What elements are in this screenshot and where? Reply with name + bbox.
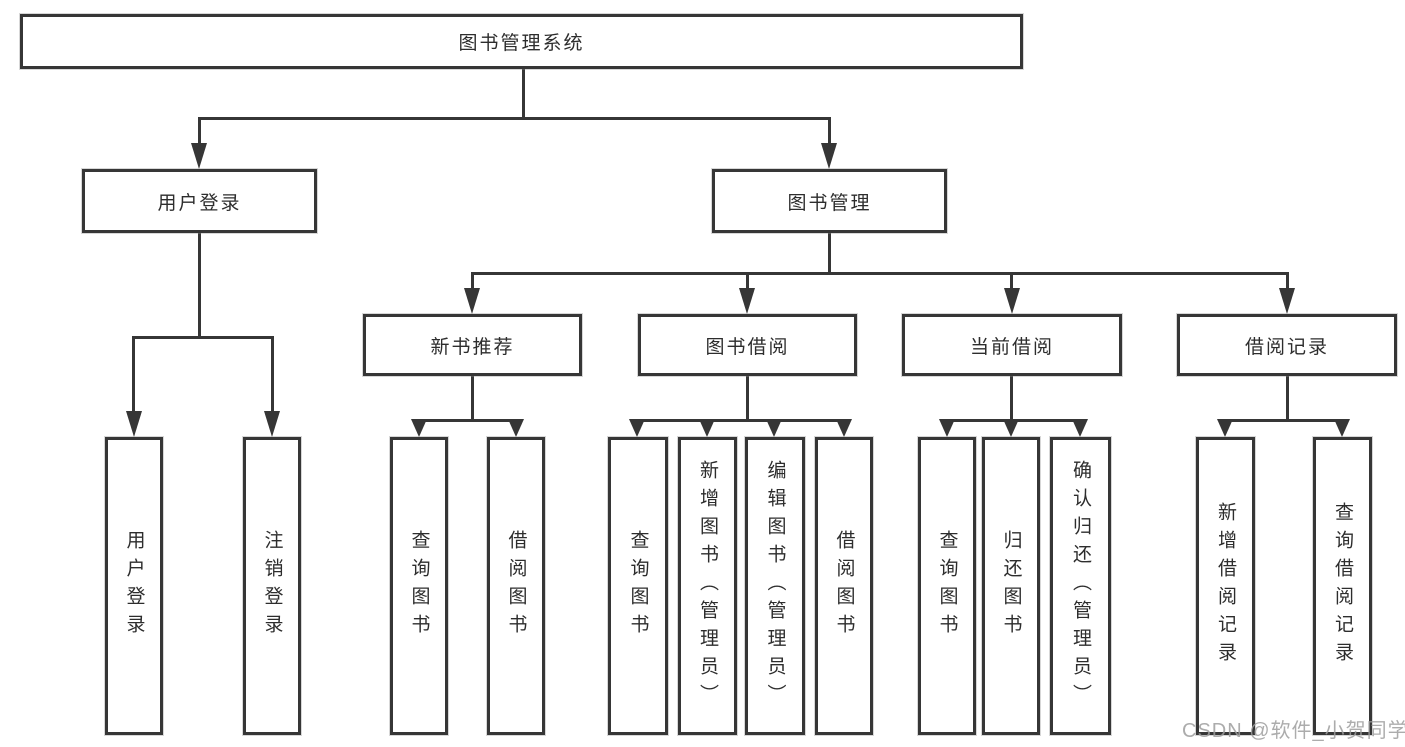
connector: [828, 117, 831, 143]
arrowhead-down: [1004, 288, 1020, 314]
connector: [1223, 419, 1344, 422]
connector: [522, 69, 525, 117]
node-label: 查询图书: [936, 530, 958, 642]
arrowhead-down: [939, 419, 955, 437]
node-label: 用户登录: [123, 530, 145, 642]
leaf-edit-books-admin: 编辑图书（管理员）: [745, 437, 805, 735]
connector: [1010, 272, 1013, 288]
connector: [132, 336, 274, 339]
node-label: 查询借阅记录: [1332, 502, 1353, 670]
leaf-logout-login: 注销登录: [243, 437, 301, 735]
leaf-query-books-borrowing: 查询图书: [608, 437, 668, 735]
arrowhead-down: [1003, 419, 1019, 437]
node-label: 新增借阅记录: [1215, 502, 1236, 670]
connector: [471, 272, 1289, 275]
connector: [828, 233, 831, 272]
leaf-user-login: 用户登录: [105, 437, 163, 735]
connector: [471, 272, 474, 288]
leaf-add-books-admin: 新增图书（管理员）: [678, 437, 737, 735]
arrowhead-down: [699, 419, 715, 437]
connector: [746, 376, 749, 419]
arrowhead-down: [411, 419, 427, 437]
leaf-return-books: 归还图书: [982, 437, 1040, 735]
node-borrowing-records: 借阅记录: [1177, 314, 1397, 376]
node-label: 查询图书: [408, 530, 430, 642]
arrowhead-down: [464, 288, 480, 314]
arrowhead-down: [836, 419, 852, 437]
connector: [132, 336, 135, 411]
node-label: 借阅图书: [505, 530, 527, 642]
node-label: 注销登录: [261, 530, 283, 642]
arrowhead-down: [766, 419, 782, 437]
arrowhead-down: [264, 411, 280, 437]
connector: [271, 336, 274, 411]
connector: [746, 272, 749, 288]
connector: [1286, 376, 1289, 419]
node-current-borrowing: 当前借阅: [902, 314, 1122, 376]
csdn-watermark: CSDN @软件_小贺同学: [1182, 720, 1405, 742]
node-label: 新书推荐: [430, 336, 515, 358]
leaf-borrow-books-borrowing: 借阅图书: [815, 437, 873, 735]
node-label: 确认归还（管理员）: [1070, 460, 1091, 712]
node-label: 借阅图书: [833, 530, 855, 642]
arrowhead-down: [191, 143, 207, 169]
leaf-borrow-books-recommend: 借阅图书: [487, 437, 545, 735]
arrowhead-down: [821, 143, 837, 169]
node-label: 查询图书: [627, 530, 649, 642]
arrowhead-down: [1072, 419, 1088, 437]
node-label: 当前借阅: [969, 336, 1054, 358]
node-book-management: 图书管理: [712, 169, 947, 233]
node-label: 新增图书（管理员）: [697, 460, 718, 712]
connector: [198, 233, 201, 336]
connector: [198, 117, 831, 120]
node-label: 用户登录: [157, 192, 242, 214]
node-label: 图书管理: [787, 192, 872, 214]
arrowhead-down: [126, 411, 142, 437]
leaf-add-borrow-record: 新增借阅记录: [1196, 437, 1255, 735]
connector: [198, 117, 201, 143]
node-label: 编辑图书（管理员）: [764, 460, 786, 712]
arrowhead-down: [1279, 288, 1295, 314]
connector: [1010, 376, 1013, 419]
node-book-borrowing: 图书借阅: [638, 314, 857, 376]
arrowhead-down: [508, 419, 524, 437]
connector: [635, 419, 845, 422]
arrowhead-down: [1334, 419, 1350, 437]
node-label: 图书借阅: [705, 336, 790, 358]
arrowhead-down: [629, 419, 645, 437]
leaf-query-borrow-record: 查询借阅记录: [1313, 437, 1372, 735]
leaf-confirm-return-admin: 确认归还（管理员）: [1050, 437, 1111, 735]
connector: [471, 376, 474, 419]
leaf-query-books-current: 查询图书: [918, 437, 976, 735]
node-library-management-system: 图书管理系统: [20, 14, 1023, 69]
arrowhead-down: [1217, 419, 1233, 437]
node-new-book-recommendation: 新书推荐: [363, 314, 582, 376]
node-label: 归还图书: [1000, 530, 1022, 642]
node-label: 图书管理系统: [458, 33, 585, 54]
arrowhead-down: [739, 288, 755, 314]
node-user-login: 用户登录: [82, 169, 317, 233]
leaf-query-books-recommend: 查询图书: [390, 437, 448, 735]
connector: [417, 419, 518, 422]
node-label: 借阅记录: [1244, 336, 1329, 358]
connector: [1286, 272, 1289, 288]
